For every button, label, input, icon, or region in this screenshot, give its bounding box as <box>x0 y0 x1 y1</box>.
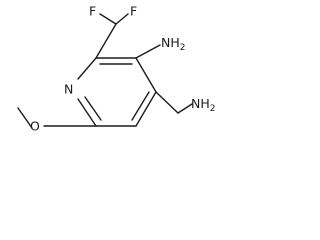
bond-chf2-f-left <box>99 13 117 25</box>
atom-nh2-ring-subscript: 2 <box>180 43 186 53</box>
bond-n-c2 <box>77 57 97 80</box>
structure-canvas: F F NH2 N NH2 O <box>0 0 234 158</box>
bond-o-ch3 <box>17 107 33 129</box>
bond-ch2-nh2 <box>177 103 193 114</box>
bond-c6-n <box>77 98 97 127</box>
atom-f-right: F <box>130 4 137 19</box>
atom-methoxy-o: O <box>30 119 40 134</box>
atom-ring-n: N <box>64 82 73 97</box>
bond-c6-n-inner <box>84 96 102 121</box>
bond-c3-nh2 <box>135 44 161 59</box>
bond-c2-chf2 <box>95 23 117 59</box>
bond-c4-ch2 <box>155 91 179 114</box>
atom-nh2-ring: NH2 <box>161 35 185 53</box>
atom-nh2-ring-main: NH <box>161 35 180 50</box>
bond-c4-c5-inner <box>131 91 150 121</box>
atom-nh2-chain: NH2 <box>191 96 215 114</box>
bond-chf2-f-right <box>115 13 129 25</box>
atom-nh2-chain-main: NH <box>191 96 210 111</box>
atom-f-left: F <box>89 4 96 19</box>
bond-c3-c4 <box>135 57 157 93</box>
molecule-structure: F F NH2 N NH2 O <box>17 4 215 134</box>
bond-c4-c5 <box>135 91 157 127</box>
atom-nh2-chain-subscript: 2 <box>210 104 216 114</box>
